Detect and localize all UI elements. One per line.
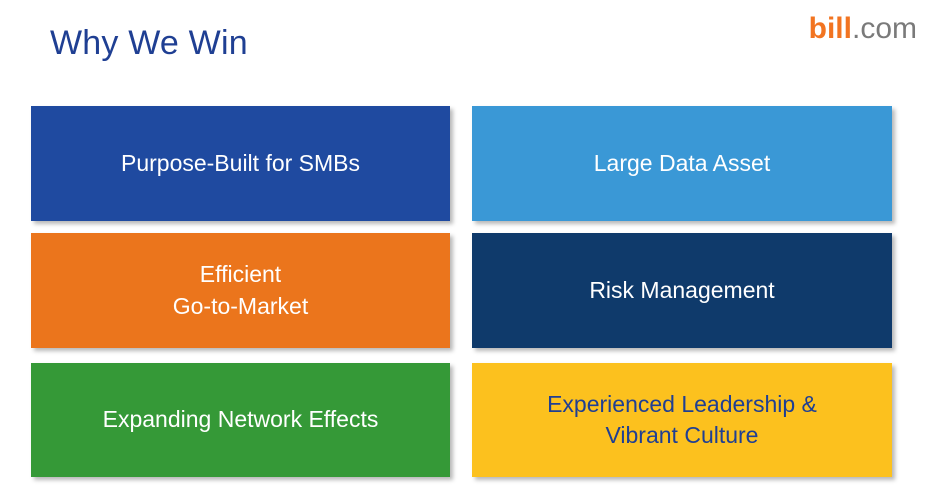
slide-title: Why We Win <box>50 24 248 62</box>
tile-expanding-network-effects: Expanding Network Effects <box>31 363 450 477</box>
logo-bill-text: bill <box>808 12 852 45</box>
logo-com-text: .com <box>851 12 917 45</box>
tile-risk-management: Risk Management <box>472 233 892 348</box>
bill-com-logo: bill .com <box>809 14 917 44</box>
tile-purpose-built: Purpose-Built for SMBs <box>31 106 450 221</box>
tile-large-data-asset: Large Data Asset <box>472 106 892 221</box>
tile-efficient-go-to-market: Efficient Go-to-Market <box>31 233 450 348</box>
tile-experienced-leadership: Experienced Leadership & Vibrant Culture <box>472 363 892 477</box>
